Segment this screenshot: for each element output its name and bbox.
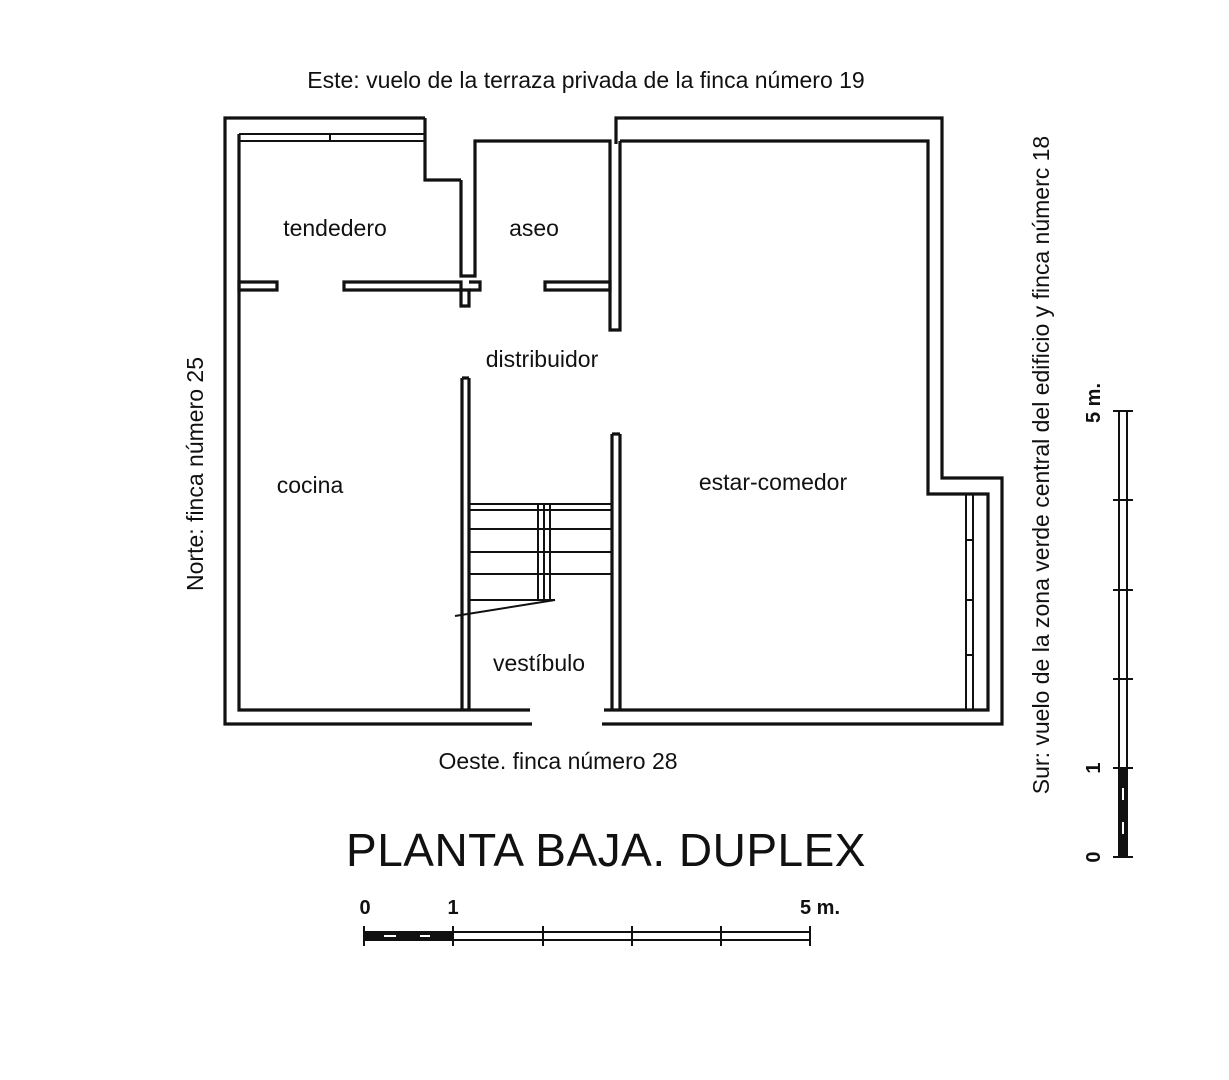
scale-bottom-start-label: 0: [359, 897, 370, 919]
kitchen-east-wall: [460, 376, 471, 710]
scale-right-end-label: 5 m.: [1083, 383, 1105, 423]
scale-right-start-label: 0: [1083, 851, 1105, 862]
scale-right-first-segment: [1119, 768, 1127, 857]
plan-title: PLANTA BAJA. DUPLEX: [346, 824, 866, 876]
staircase: [454, 503, 612, 617]
scale-bar-right: 5 m. 1 0: [1083, 383, 1133, 863]
room-label-distribuidor: distribuidor: [486, 346, 599, 372]
outer-wall-inner-line: [237, 134, 990, 712]
stair-treads: [469, 503, 612, 601]
scale-bottom-end-label: 5 m.: [800, 897, 840, 919]
room-label-cocina: cocina: [277, 472, 344, 498]
stair-cut-line: [454, 599, 556, 617]
scale-right-one-label: 1: [1083, 762, 1105, 773]
tendedero-south-wall: [237, 280, 279, 292]
aseo-south-wall: [469, 280, 482, 292]
north-boundary-label: Norte: finca número 25: [182, 357, 208, 591]
aseo-south-wall-2: [543, 280, 612, 292]
scale-bottom-ticks: [363, 926, 811, 946]
tendedero-south-wall-2: [342, 280, 471, 308]
south-window: [965, 494, 974, 710]
room-label-tendedero: tendedero: [283, 215, 387, 241]
scale-bottom-one-label: 1: [447, 897, 458, 919]
room-label-vestibulo: vestíbulo: [493, 650, 585, 676]
outer-wall-outer-line: [223, 116, 1004, 726]
south-boundary-label: Sur: vuelo de la zona verde central del …: [1028, 136, 1054, 794]
living-west-wall: [610, 432, 622, 710]
scale-bottom-first-segment: [364, 932, 453, 940]
scale-right-ticks: [1113, 410, 1133, 858]
room-label-estar-comedor: estar-comedor: [699, 469, 848, 495]
east-boundary-label: Este: vuelo de la terraza privada de la …: [307, 67, 864, 93]
scale-bar-bottom: 0 1 5 m.: [359, 897, 840, 946]
room-label-aseo: aseo: [509, 215, 559, 241]
tendedero-window: [239, 133, 425, 142]
kitchen-wall: [459, 139, 622, 332]
west-boundary-label: Oeste. finca número 28: [438, 748, 677, 774]
stair-rail: [537, 504, 551, 600]
walls: [223, 116, 1004, 726]
